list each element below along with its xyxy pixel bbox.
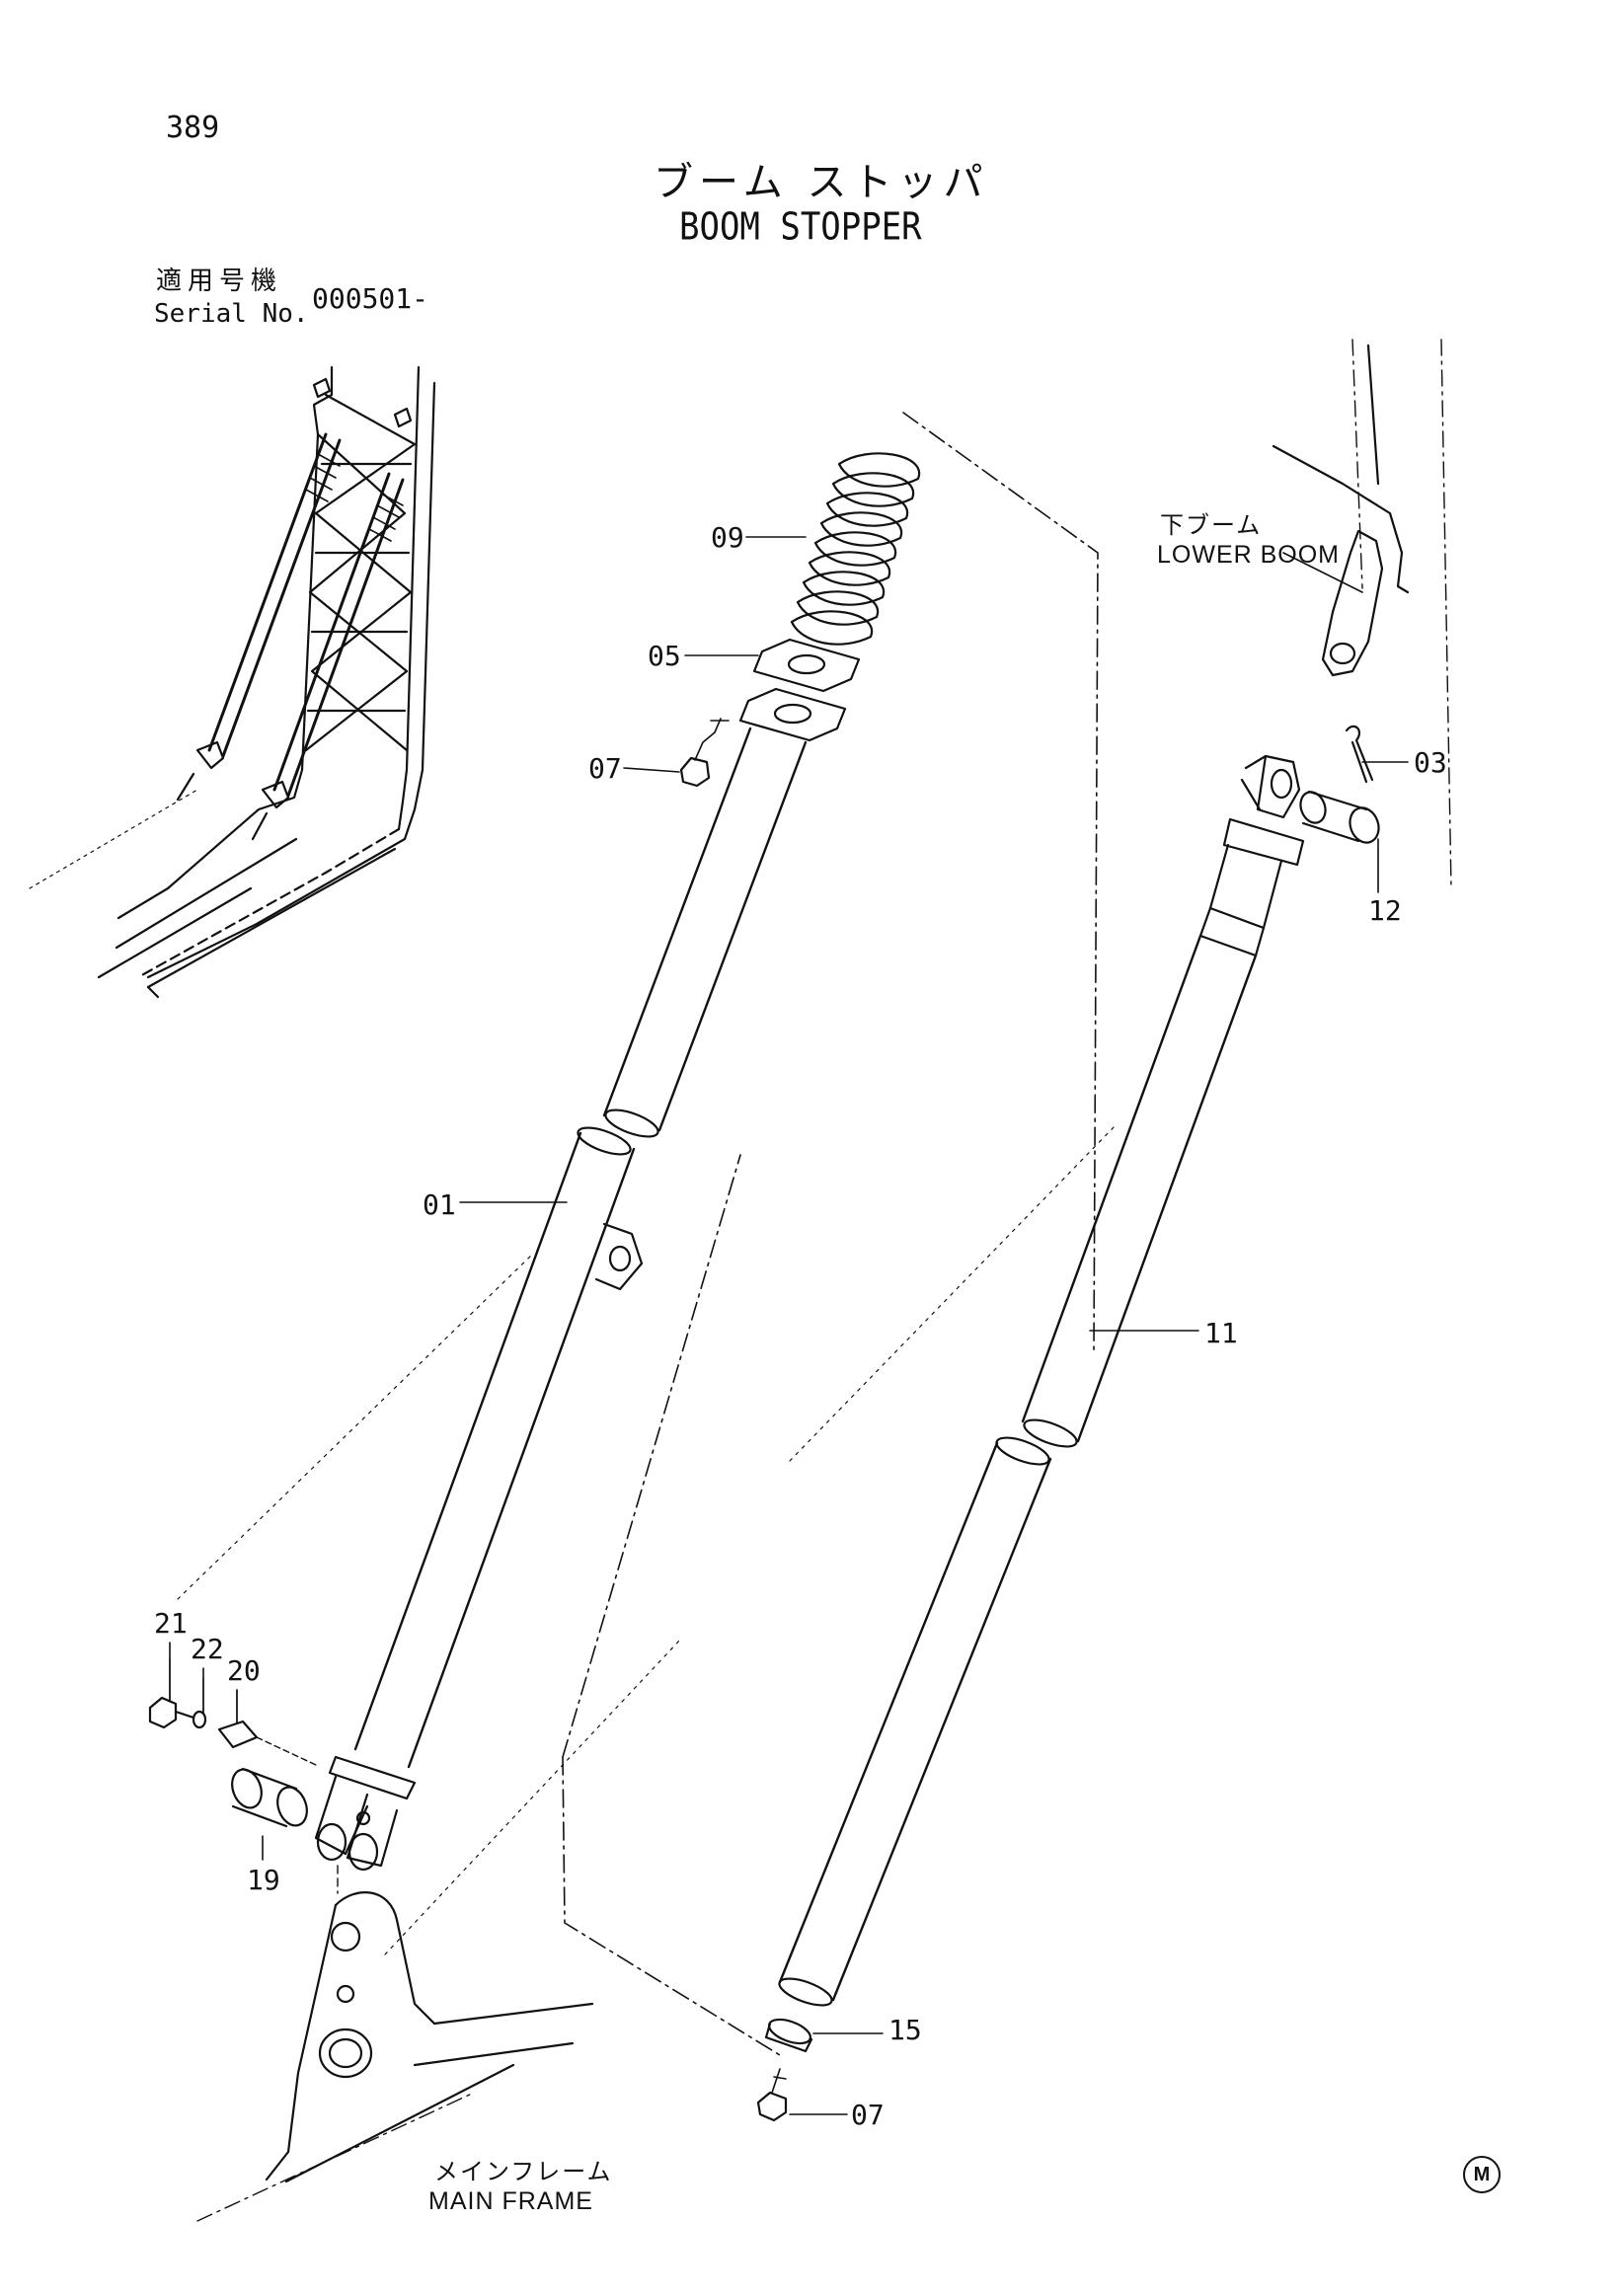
lower-boom-bracket <box>1272 339 1452 889</box>
leader-lines <box>169 536 1409 2115</box>
cap-15 <box>764 2018 813 2053</box>
main-frame-label-jp: メインフレーム <box>434 2158 613 2185</box>
callout-19: 19 <box>247 1864 280 1896</box>
serial-label-japanese: 適用号機 <box>156 267 283 296</box>
bolt-07-bottom <box>756 2068 788 2122</box>
page-number: 389 <box>166 111 220 145</box>
callout-21: 21 <box>154 1607 188 1640</box>
callout-12: 12 <box>1368 894 1402 927</box>
tube-11-upper <box>1021 754 1305 1448</box>
tube-11-lower <box>778 1436 1052 2007</box>
spring-09 <box>790 452 921 646</box>
lower-tube-01 <box>314 1126 644 1872</box>
main-frame-label-en: MAIN FRAME <box>428 2187 593 2215</box>
plate-05 <box>738 638 861 742</box>
callout-22: 22 <box>191 1633 224 1665</box>
callout-03: 03 <box>1414 746 1447 779</box>
main-frame-bracket <box>196 1865 594 2222</box>
serial-label-english: Serial No. <box>154 299 309 329</box>
cotter-pin-03 <box>1345 725 1374 784</box>
title-english: BOOM STOPPER <box>679 205 922 250</box>
bolt-07-top <box>679 718 730 788</box>
bolt-21-washer-22-plate-20 <box>148 1657 317 1766</box>
overview-inset <box>29 365 436 999</box>
upper-tube <box>602 727 808 1138</box>
serial-number-value: 000501- <box>312 282 429 315</box>
callout-15: 15 <box>888 2014 922 2046</box>
callout-01: 01 <box>423 1188 456 1221</box>
title-japanese: ブーム ストッパ <box>654 160 989 205</box>
pin-12 <box>1299 790 1380 844</box>
callout-05: 05 <box>648 640 681 672</box>
callout-20: 20 <box>227 1654 261 1687</box>
callout-07-top: 07 <box>588 752 622 785</box>
pin-19 <box>231 1767 308 1828</box>
lower-boom-label-jp: 下ブーム <box>1160 511 1263 539</box>
lower-boom-label-en: LOWER BOOM <box>1157 541 1341 569</box>
callout-11: 11 <box>1204 1317 1238 1349</box>
callout-09: 09 <box>711 521 744 554</box>
callout-07-bottom: 07 <box>851 2099 885 2131</box>
manufacturer-mark: M <box>1463 2156 1501 2193</box>
